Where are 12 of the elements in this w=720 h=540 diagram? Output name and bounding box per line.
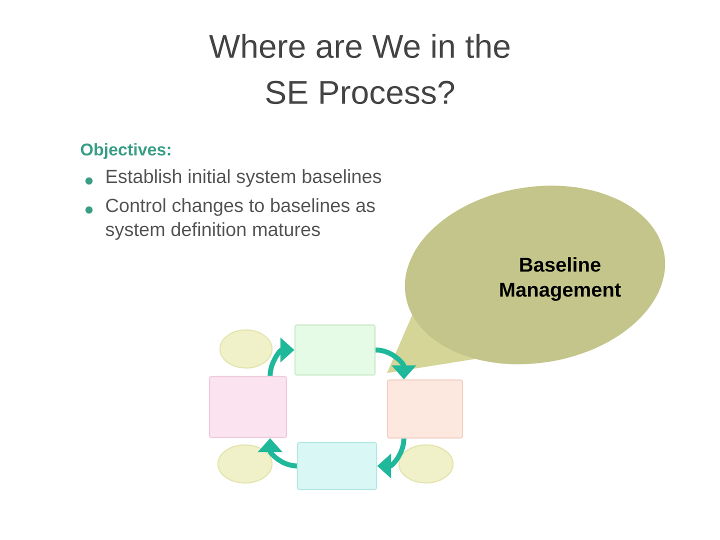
section-heading: Objectives: — [80, 143, 170, 159]
process-box — [208, 376, 288, 438]
title: Where are We in the SE Process? — [209, 34, 510, 104]
callout-bubble: Baseline Management — [387, 186, 666, 373]
process-box — [294, 324, 376, 376]
process-box — [296, 442, 378, 490]
bullet-text: Establish initial system baselines — [106, 169, 382, 187]
oval-shape — [219, 329, 273, 369]
oval-shape — [398, 444, 454, 484]
oval-shape — [217, 444, 273, 484]
bullet-text: Control changes to baselines as system definition matures — [106, 198, 375, 240]
process-box — [386, 379, 464, 439]
